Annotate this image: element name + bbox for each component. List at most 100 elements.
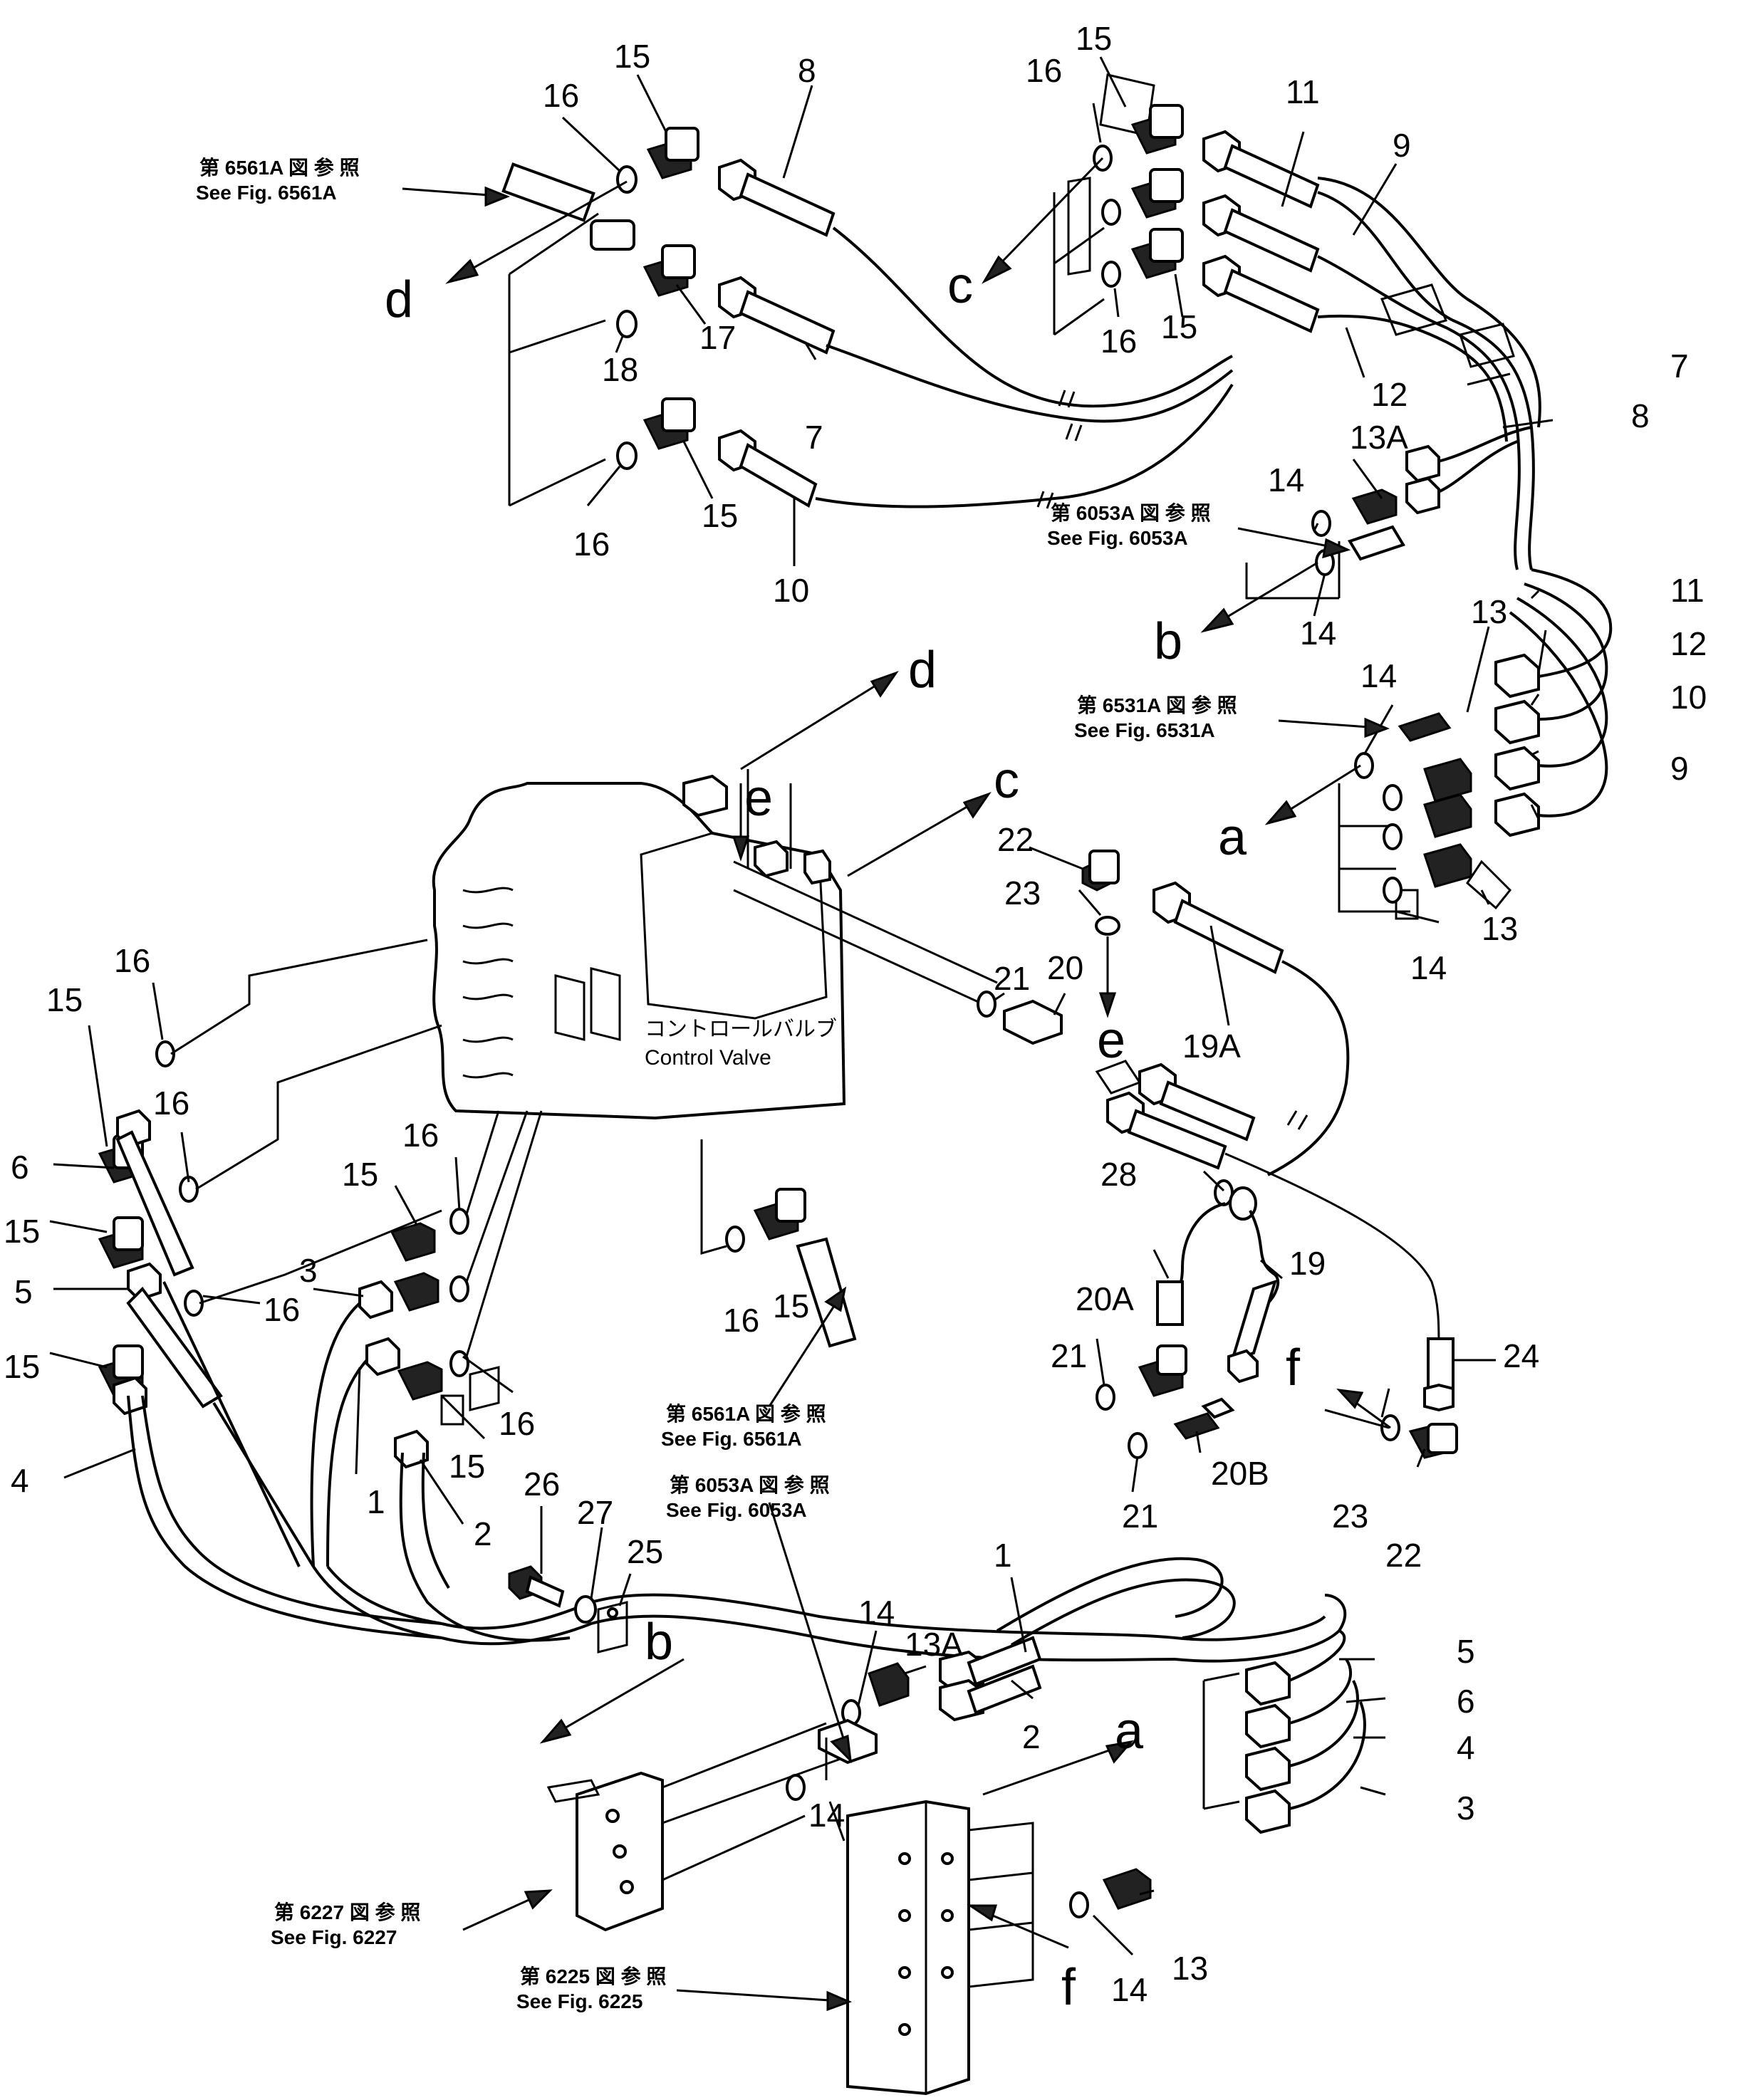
- callout: 6: [11, 1149, 29, 1186]
- callout: 14: [1300, 615, 1336, 652]
- letter: b: [645, 1614, 673, 1671]
- letter: d: [908, 642, 937, 699]
- callout: 14: [1268, 461, 1304, 498]
- hoses-upper-cross: [815, 226, 1234, 509]
- ref-en: See Fig. 6225: [516, 1990, 642, 2012]
- hoses-lower-bundle: [312, 1557, 1366, 1834]
- callout: 13: [1482, 910, 1518, 947]
- callout: 17: [699, 319, 736, 356]
- callout: 21: [1051, 1337, 1087, 1374]
- callout: 12: [1371, 376, 1407, 413]
- callout: 3: [299, 1252, 318, 1289]
- callout: 22: [1385, 1537, 1422, 1574]
- letter: c: [947, 257, 973, 314]
- callout: 14: [808, 1797, 845, 1834]
- callout: 26: [524, 1466, 560, 1503]
- callout: 15: [1161, 308, 1197, 345]
- callout: 13A: [1350, 419, 1408, 456]
- hoses-left-group: [98, 939, 571, 1642]
- callout: 24: [1503, 1337, 1539, 1374]
- control-valve-en: Control Valve: [645, 1046, 771, 1070]
- ref-jp: 第 6053A 図 参 照: [670, 1473, 830, 1496]
- callout: 4: [11, 1462, 29, 1499]
- letter: f: [1061, 1959, 1076, 2016]
- callout: 9: [1393, 127, 1411, 164]
- letter: a: [1115, 1703, 1144, 1760]
- control-valve-jp: コントロールバルブ: [645, 1018, 837, 1041]
- block-6227: [546, 1722, 841, 1932]
- control-valve: [432, 769, 998, 1120]
- control-valve-label: コントロールバルブ Control Valve: [645, 1018, 837, 1070]
- connection-letters: d c b a d c e e f b a f: [385, 257, 1301, 2016]
- callout: 10: [773, 572, 809, 609]
- fittings-group-center: [977, 850, 1458, 1459]
- callout: 16: [1026, 52, 1062, 89]
- ref-en: See Fig. 6053A: [666, 1499, 807, 1521]
- callout: 15: [4, 1348, 40, 1385]
- callout: 3: [1457, 1790, 1475, 1827]
- callout: 21: [1122, 1498, 1158, 1535]
- letter: b: [1154, 613, 1182, 670]
- ref-en: See Fig. 6227: [271, 1926, 397, 1948]
- callout: 8: [1631, 397, 1650, 434]
- callout: 16: [723, 1302, 759, 1339]
- callout: 20: [1047, 949, 1083, 986]
- callout: 15: [773, 1287, 809, 1325]
- ref-jp: 第 6561A 図 参 照: [199, 156, 360, 179]
- callout: 4: [1457, 1729, 1475, 1766]
- callout: 15: [702, 497, 738, 534]
- callout: 7: [1670, 348, 1689, 385]
- callout: 16: [264, 1291, 300, 1328]
- callout: 20B: [1211, 1455, 1269, 1492]
- callout: 16: [573, 526, 610, 563]
- ref-jp: 第 6053A 図 参 照: [1051, 501, 1211, 524]
- hoses-upper-right-bundle: [1317, 177, 1613, 837]
- callout-numbers: 15 16 8 17 18 7 16 15 10 15 16 11 9 16 1…: [4, 20, 1707, 2008]
- callout: 19: [1289, 1245, 1326, 1282]
- fittings-group-c: [1053, 73, 1320, 336]
- letter: e: [744, 770, 773, 827]
- callout: 19A: [1182, 1028, 1241, 1065]
- figure-references: 第 6561A 図 参 照 See Fig. 6561A 第 6053A 図 参…: [196, 156, 1237, 2012]
- ref-en: See Fig. 6053A: [1047, 527, 1188, 549]
- fittings-group-a: [1338, 712, 1512, 920]
- ref-jp: 第 6531A 図 参 照: [1077, 694, 1237, 716]
- callout: 14: [1111, 1971, 1148, 2008]
- reference-arrows: [402, 186, 1390, 2012]
- callout: 5: [14, 1273, 33, 1310]
- callout: 16: [1100, 323, 1137, 360]
- letter: c: [994, 752, 1019, 809]
- callout: 16: [543, 77, 579, 114]
- callout: 15: [46, 981, 83, 1018]
- fittings-under-valve: [700, 1139, 857, 1348]
- callout: 10: [1670, 679, 1707, 716]
- callout: 1: [994, 1537, 1012, 1574]
- callout: 14: [1410, 949, 1447, 986]
- callout: 1: [367, 1483, 385, 1520]
- callout: 22: [997, 821, 1034, 858]
- callout: 15: [449, 1448, 485, 1485]
- direction-arrows: [445, 157, 1391, 1949]
- callout: 16: [402, 1117, 439, 1154]
- callout: 13: [1172, 1950, 1208, 1987]
- callout: 2: [474, 1515, 492, 1552]
- callout: 9: [1670, 750, 1689, 787]
- ref-jp: 第 6225 図 参 照: [520, 1965, 666, 1987]
- callout: 2: [1022, 1718, 1041, 1755]
- callout: 20A: [1076, 1280, 1134, 1317]
- callout: 25: [627, 1533, 663, 1570]
- callout: 8: [798, 52, 816, 89]
- callout: 15: [1076, 20, 1112, 57]
- callout: 16: [114, 942, 150, 979]
- leader-lines: [49, 56, 1554, 1956]
- ref-jp: 第 6561A 図 参 照: [666, 1402, 826, 1425]
- fittings-group-d: [501, 127, 836, 508]
- callout: 6: [1457, 1683, 1475, 1720]
- line-art: [49, 56, 1613, 2096]
- callout: 13A: [905, 1626, 963, 1663]
- callout: 18: [602, 351, 638, 388]
- callout: 11: [1286, 73, 1320, 110]
- callout: 21: [994, 960, 1030, 997]
